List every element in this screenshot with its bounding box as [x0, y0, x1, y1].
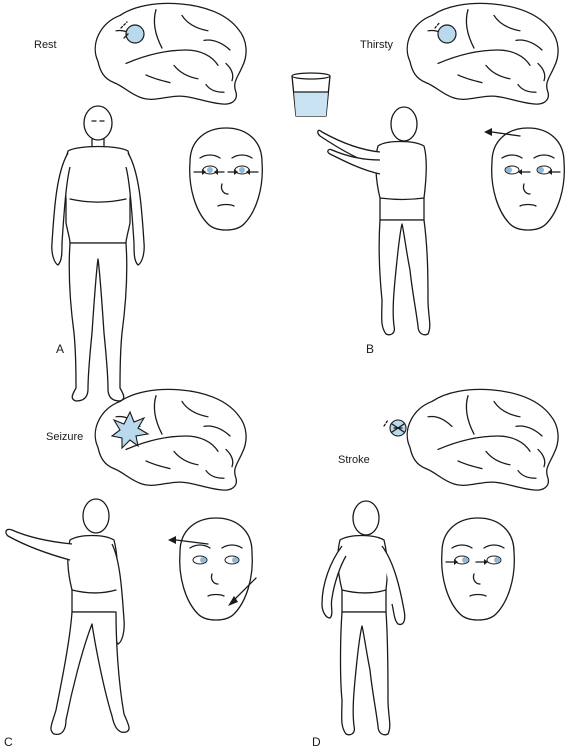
brain-seizure: [94, 388, 247, 491]
water-glass: [291, 72, 331, 117]
panel-c: Seizure C: [4, 388, 257, 749]
figure-reaching: [317, 106, 431, 336]
arrow-head-turn: [491, 131, 521, 137]
state-label-seizure: Seizure: [46, 431, 83, 443]
brain-focus-thirst: [437, 24, 457, 44]
state-label-thirsty: Thirsty: [360, 39, 394, 51]
seizure-burst-icon: [110, 410, 150, 450]
panel-b: Thirsty B: [291, 2, 565, 356]
figure-standing: [51, 105, 145, 402]
brain-focus-normal: [125, 24, 145, 44]
arrow-head-turn-seizure: [175, 539, 209, 545]
brain-stroke: [383, 388, 559, 491]
panel-a: Rest A: [34, 2, 263, 402]
face-stroke: [441, 517, 515, 621]
arrow-mouth-pull: [231, 577, 257, 603]
figure-seizing: [5, 498, 130, 736]
face-rest: [189, 127, 263, 231]
face-thirsty: [484, 127, 565, 231]
state-label-stroke: Stroke: [338, 454, 370, 466]
panel-d: Stroke D: [312, 388, 559, 749]
panel-letter-c: C: [4, 735, 13, 749]
state-label-rest: Rest: [34, 39, 57, 51]
panel-letter-a: A: [56, 342, 64, 356]
brain-thirsty: [406, 2, 559, 105]
figure-stroke: [321, 500, 406, 736]
brain-rest: [94, 2, 247, 105]
panel-letter-b: B: [366, 342, 374, 356]
face-seizure: [168, 517, 257, 621]
panel-letter-d: D: [312, 735, 321, 749]
